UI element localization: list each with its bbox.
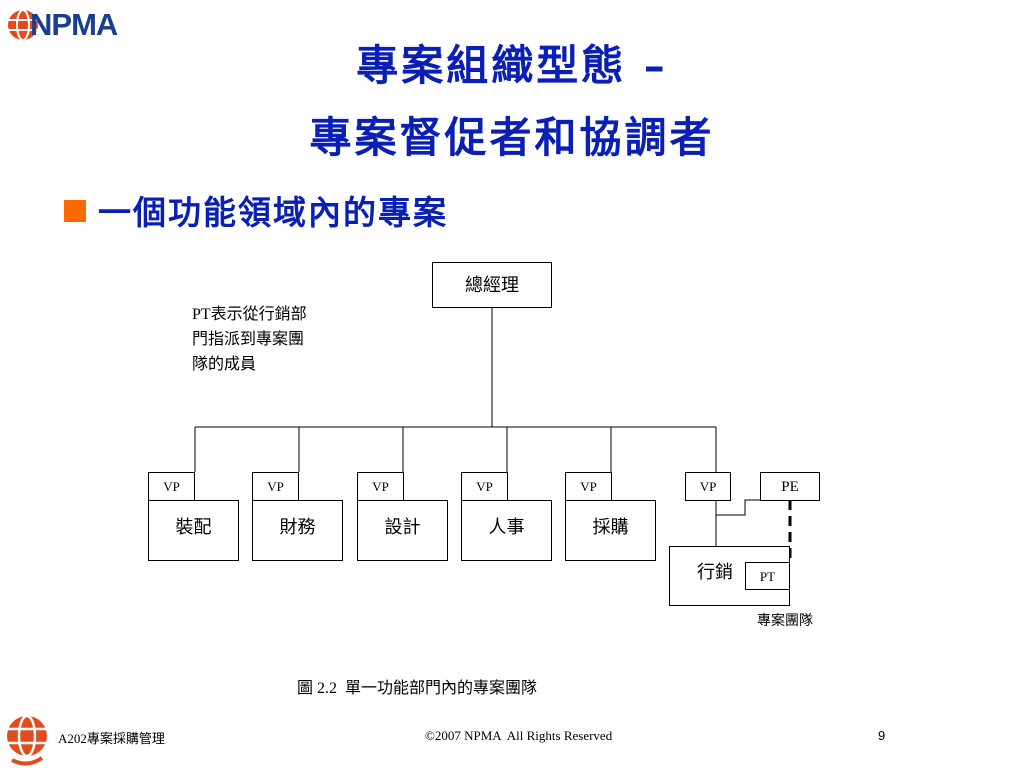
npma-logo: NPMA (6, 6, 142, 42)
pt-box: PT (745, 562, 790, 590)
pt-note-line: 隊的成員 (192, 356, 257, 373)
bullet-text: 一個功能領域內的專案 (98, 193, 448, 232)
pt-note-line: PT表示從行銷部 (192, 306, 307, 323)
general-manager-box: 總經理 (432, 262, 552, 308)
dept-box-finance: 財務 (252, 500, 343, 561)
dept-box-purchasing: 採購 (565, 500, 656, 561)
globe-icon (8, 9, 38, 41)
logo-wordmark: NPMA (30, 7, 118, 42)
pt-note-line: 門指派到專案團 (192, 331, 305, 348)
project-team-label: 專案團隊 (757, 614, 813, 629)
footer-globe-icon (7, 714, 47, 766)
dept-box-hr: 人事 (461, 500, 552, 561)
vp-label: VP (461, 472, 508, 501)
vp-label: VP (148, 472, 195, 501)
bullet-square-icon (64, 200, 86, 222)
vp-label: VP (252, 472, 299, 501)
footer-course-name: A202專案採購管理 (58, 731, 165, 746)
dept-box-assembly: 裝配 (148, 500, 239, 561)
vp-label: VP (685, 472, 731, 501)
dept-box-design: 設計 (357, 500, 448, 561)
pt-note: PT表示從行銷部 門指派到專案團 隊的成員 (192, 302, 307, 377)
pe-box: PE (760, 472, 820, 501)
footer-copyright: ©2007 NPMA All Rights Reserved (425, 728, 613, 743)
slide-title-line2: 專案督促者和協調者 (309, 113, 715, 162)
page-number: 9 (878, 728, 886, 743)
slide-title-line1: 專案組織型態 – (356, 41, 668, 90)
figure-caption: 圖 2.2 單一功能部門內的專案團隊 (297, 680, 538, 697)
vp-label: VP (565, 472, 612, 501)
vp-label: VP (357, 472, 404, 501)
